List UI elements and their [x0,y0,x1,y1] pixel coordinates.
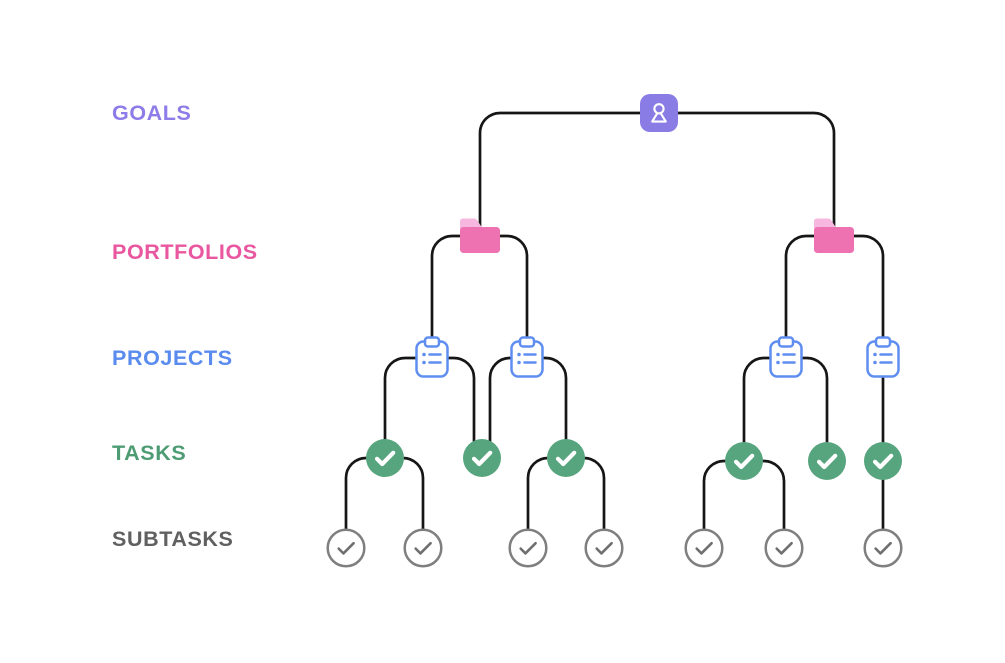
project-node [510,336,544,378]
check-icon [733,453,755,470]
connector-line [742,356,786,461]
goal-node [640,94,678,132]
connector-line [432,356,476,458]
folder-icon [460,218,500,253]
check-icon [775,541,793,555]
check-icon [414,541,432,555]
project-node [415,336,449,378]
subtask-node [863,528,903,568]
connector-line [488,356,527,458]
connector-line [430,234,480,358]
subtask-node [326,528,366,568]
clipboard-list-icon [769,336,803,378]
level-label-subtasks: SUBTASKS [112,527,234,551]
connector-line [659,111,836,236]
subtask-node [764,528,804,568]
check-icon [471,450,493,467]
connector-line [744,459,786,548]
connector-line [784,234,834,358]
check-icon [374,450,396,467]
check-icon [695,541,713,555]
connector-line [527,356,568,458]
check-icon [816,453,838,470]
task-node [547,439,585,477]
portfolio-node [814,218,854,253]
connector-line [383,356,432,458]
check-icon [874,541,892,555]
check-icon [555,450,577,467]
check-icon [337,541,355,555]
connector-line [344,456,385,548]
check-icon [519,541,537,555]
check-icon [872,453,894,470]
subtask-node [403,528,443,568]
subtask-node [508,528,548,568]
project-node [769,336,803,378]
project-node [866,336,900,378]
clipboard-list-icon [415,336,449,378]
task-node [725,442,763,480]
clipboard-list-icon [866,336,900,378]
connector-line [786,356,829,461]
level-label-goals: GOALS [112,101,192,125]
subtask-node [584,528,624,568]
folder-icon [814,218,854,253]
connector-line [480,234,529,358]
connector-line [478,111,659,236]
clipboard-list-icon [510,336,544,378]
task-node [463,439,501,477]
level-label-projects: PROJECTS [112,346,233,370]
check-icon [595,541,613,555]
subtask-node [684,528,724,568]
task-node [808,442,846,480]
task-node [864,442,902,480]
level-label-portfolios: PORTFOLIOS [112,240,258,264]
task-node [366,439,404,477]
portfolio-node [460,218,500,253]
connector-line [834,234,885,358]
level-label-tasks: TASKS [112,441,187,465]
connector-line [702,459,744,548]
user-icon [651,103,667,123]
